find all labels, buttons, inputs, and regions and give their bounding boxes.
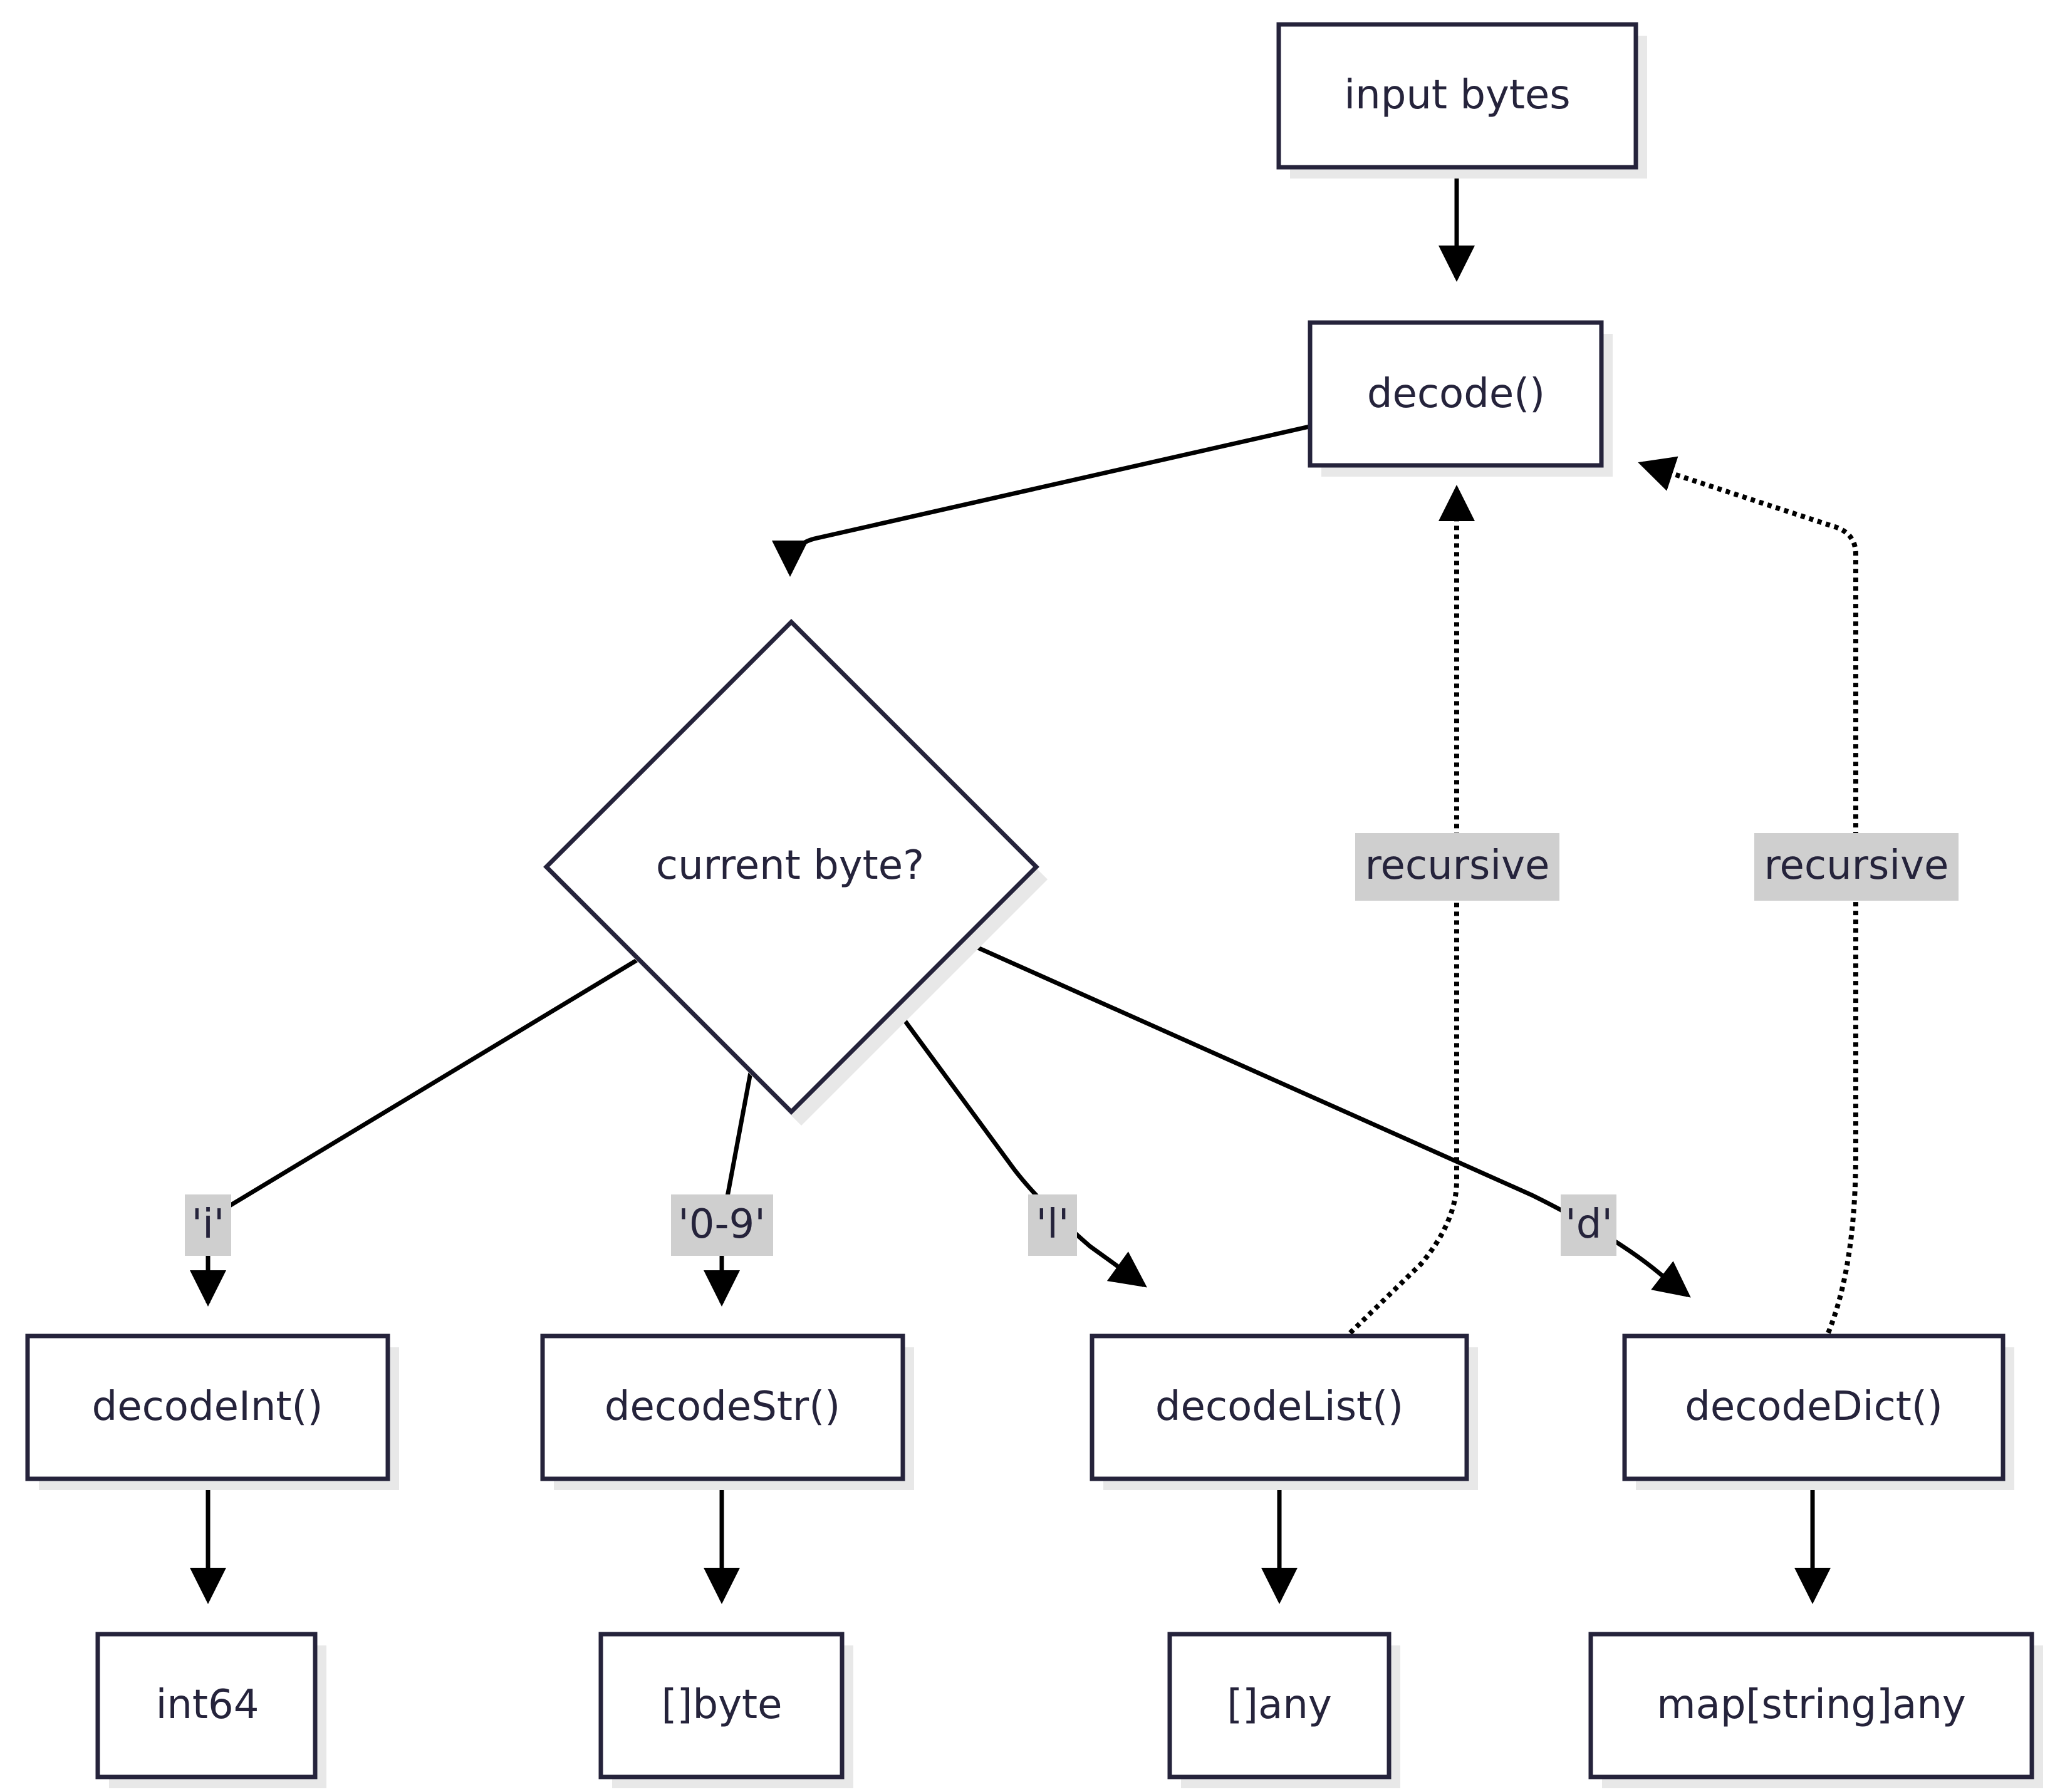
node-any-slice-label: []any	[1227, 1682, 1332, 1728]
node-current-byte-label: current byte?	[656, 842, 924, 889]
node-any-slice: []any	[1167, 1632, 1400, 1788]
node-decode-list: decodeList()	[1090, 1334, 1478, 1490]
edge-label-d: 'd'	[1561, 1194, 1616, 1256]
edge-label-recursive-list: recursive	[1355, 833, 1559, 901]
edge-label-i-text: 'i'	[192, 1201, 225, 1248]
node-map-string-any: map[string]any	[1588, 1632, 2043, 1788]
edge-labels: 'i' '0-9' 'l' 'd' recursive recursive	[185, 833, 1959, 1256]
node-decode-int-label: decodeInt()	[92, 1384, 323, 1430]
node-decode-str-label: decodeStr()	[605, 1384, 840, 1430]
node-decode-list-label: decodeList()	[1155, 1384, 1403, 1430]
edge-label-d-text: 'd'	[1565, 1201, 1613, 1248]
node-input-bytes: input bytes	[1276, 22, 1647, 179]
node-int64-label: int64	[156, 1682, 259, 1728]
node-decode-int: decodeInt()	[25, 1334, 399, 1490]
edge-label-l-text: 'l'	[1036, 1201, 1069, 1248]
edge-label-recursive-dict: recursive	[1754, 833, 1959, 901]
edge-label-digits-text: '0-9'	[678, 1201, 766, 1248]
edge-decision-to-decode-list	[895, 1008, 1147, 1288]
node-byte-slice-label: []byte	[662, 1682, 783, 1728]
edge-label-l: 'l'	[1028, 1194, 1077, 1256]
node-decode-dict-label: decodeDict()	[1685, 1384, 1943, 1430]
edge-label-digits: '0-9'	[671, 1194, 773, 1256]
node-decode-str: decodeStr()	[540, 1334, 914, 1490]
edge-decode-dict-recursive	[1638, 456, 1858, 1334]
node-byte-slice: []byte	[598, 1632, 853, 1788]
node-int64: int64	[95, 1632, 326, 1788]
node-decode: decode()	[1308, 320, 1613, 477]
edge-label-recursive-list-text: recursive	[1365, 842, 1550, 889]
edge-decode-to-decision	[772, 424, 1310, 577]
edge-label-i: 'i'	[185, 1194, 231, 1256]
edge-decode-list-recursive	[1348, 485, 1475, 1335]
node-current-byte-decision: current byte?	[543, 619, 1048, 1126]
nodes: input bytes decode() current byte? decod…	[25, 22, 2043, 1788]
node-map-string-any-label: map[string]any	[1657, 1682, 1966, 1728]
node-input-bytes-label: input bytes	[1344, 72, 1570, 118]
edge-decision-to-decode-int	[190, 958, 639, 1307]
edge-decision-to-decode-str	[704, 1072, 753, 1307]
node-decode-dict: decodeDict()	[1622, 1334, 2014, 1490]
node-decode-label: decode()	[1367, 371, 1545, 417]
edge-label-recursive-dict-text: recursive	[1764, 842, 1949, 889]
